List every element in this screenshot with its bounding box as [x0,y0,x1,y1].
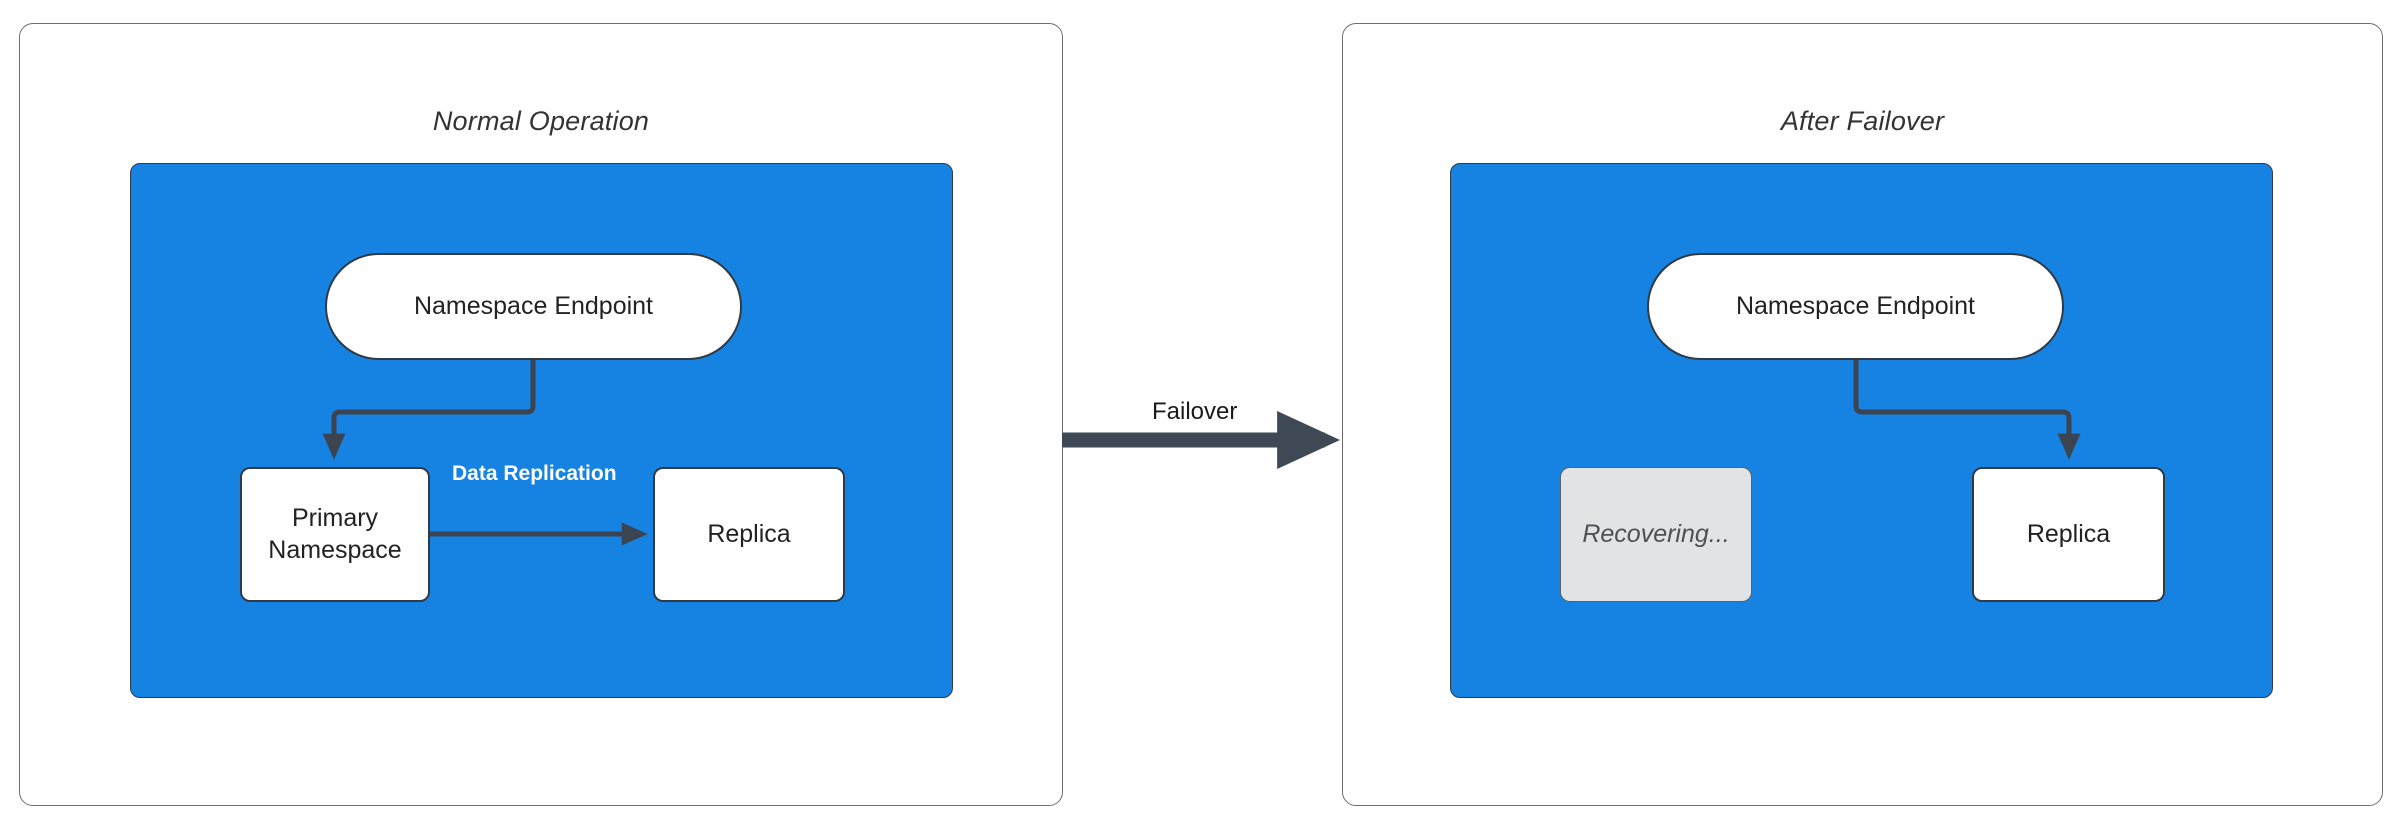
node-primary-namespace-label: Primary Namespace [268,503,401,566]
node-replica-left[interactable]: Replica [653,467,845,602]
panel-title-normal-operation: Normal Operation [432,106,650,136]
node-recovering[interactable]: Recovering... [1560,467,1752,602]
node-namespace-endpoint-right[interactable]: Namespace Endpoint [1647,253,2064,360]
primary-namespace-line-1: Primary [291,504,379,533]
zone-after-failover [1450,163,2273,698]
primary-namespace-line-2: Namespace [268,535,402,564]
node-replica-right[interactable]: Replica [1972,467,2165,602]
transition-label-failover: Failover [1152,398,1238,425]
edge-label-data-replication: Data Replication [452,462,617,485]
zone-normal-operation [130,163,953,698]
node-namespace-endpoint-left[interactable]: Namespace Endpoint [325,253,742,360]
panel-title-after-failover: After Failover [1780,106,1945,136]
node-primary-namespace[interactable]: Primary Namespace [240,467,430,602]
